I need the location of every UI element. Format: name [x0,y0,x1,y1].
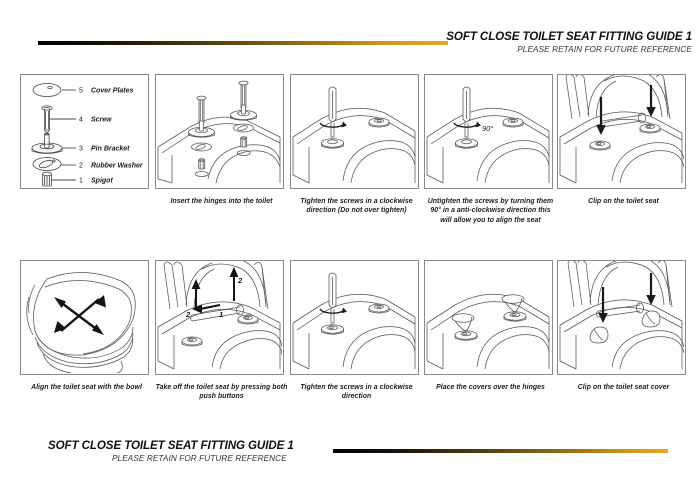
tighten-screws-2-illustration [292,272,416,370]
legend-label-pin-bracket: Pin Bracket [91,146,130,153]
footer-subtitle: PLEASE RETAIN FOR FUTURE REFERENCE [112,454,287,463]
tighten-screws-illustration [292,86,416,184]
step-cell-place-covers: Place the covers over the hinges [424,260,553,436]
step-cell-untighten-90: 90° Untighten the screws by turning them… [424,74,553,250]
place-covers-illustration [426,293,550,370]
panel-place-covers [424,260,553,375]
legend-number-2: 2 [79,163,83,170]
step-cell-tighten-screws-2: Tighten the screws in a clockwise direct… [290,260,419,436]
untighten-90-illustration: 90° [426,86,550,184]
steps-row-2: Align the toilet seat with the bowl [0,260,700,436]
page-subtitle: PLEASE RETAIN FOR FUTURE REFERENCE [517,45,692,54]
parts-legend-illustration: 5 4 3 2 1 Cover Plates Screw Pin Bracket… [31,83,144,187]
step-cell-clip-cover: Clip on the toilet seat cover [557,260,686,436]
step-cell-take-off-seat: 1 2 2 Take off the toilet seat by pressi… [155,260,287,436]
legend-label-cover-plates: Cover Plates [91,88,134,95]
down-arrow-right-cover [646,273,656,305]
legend-label-screw: Screw [91,117,112,124]
page-header: SOFT CLOSE TOILET SEAT FITTING GUIDE 1 P… [0,0,700,66]
panel-tighten-screws [290,74,419,189]
rotation-arrowhead [475,121,481,128]
footer-text-block: SOFT CLOSE TOILET SEAT FITTING GUIDE 1 P… [48,439,294,465]
panel-tighten-screws-2 [290,260,419,375]
page-footer: SOFT CLOSE TOILET SEAT FITTING GUIDE 1 P… [0,432,700,491]
align-seat-illustration [26,272,136,373]
steps-grid: 5 4 3 2 1 Cover Plates Screw Pin Bracket… [0,74,700,426]
header-text-block: SOFT CLOSE TOILET SEAT FITTING GUIDE 1 P… [446,30,692,56]
down-arrow-left-cover [598,287,608,323]
step-caption-untighten-90: Untighten the screws by turning them 90°… [427,198,554,224]
annotation-2-left: 2 [185,310,191,319]
insert-hinges-illustration [157,80,281,184]
footer-gradient-rule [333,449,668,453]
steps-row-1: 5 4 3 2 1 Cover Plates Screw Pin Bracket… [0,74,700,250]
panel-insert-hinges [155,74,284,189]
clip-cover-illustration [559,261,684,370]
clip-seat-illustration [559,75,684,184]
footer-title: SOFT CLOSE TOILET SEAT FITTING GUIDE 1 [48,439,294,452]
panel-take-off-seat: 1 2 2 [155,260,284,375]
legend-number-1: 1 [79,178,83,185]
step-cell-insert-hinges: Insert the hinges into the toilet [155,74,284,250]
panel-clip-cover [557,260,686,375]
annotation-1: 1 [219,310,223,319]
step-caption-clip-cover: Clip on the toilet seat cover [577,384,670,391]
panel-clip-seat [557,74,686,189]
legend-label-rubber-washer: Rubber Washer [91,163,144,170]
step-cell-align-seat: Align the toilet seat with the bowl [20,260,149,436]
page-title: SOFT CLOSE TOILET SEAT FITTING GUIDE 1 [446,30,692,43]
step-cell-tighten-screws: Tighten the screws in a clockwise direct… [290,74,419,250]
step-caption-clip-seat: Clip on the toilet seat [588,198,659,205]
legend-number-4: 4 [79,117,83,124]
step-cell-parts-legend: 5 4 3 2 1 Cover Plates Screw Pin Bracket… [20,74,149,250]
step-caption-tighten-screws: Tighten the screws in a clockwise direct… [300,198,413,215]
clockwise-arrowhead-2 [341,307,347,314]
step-cell-clip-seat: Clip on the toilet seat [557,74,686,250]
legend-number-3: 3 [79,146,83,153]
panel-align-seat [20,260,149,375]
clockwise-arrowhead [341,121,347,128]
step-caption-take-off-seat: Take off the toilet seat by pressing bot… [155,384,288,401]
down-arrow-left [596,97,606,135]
step-caption-align-seat: Align the toilet seat with the bowl [31,384,142,391]
annotation-2-right: 2 [237,276,243,285]
down-arrow-right [646,85,656,117]
up-arrow-left [191,279,201,309]
header-gradient-rule [38,41,448,45]
up-arrow-right [229,267,239,301]
panel-parts-legend: 5 4 3 2 1 Cover Plates Screw Pin Bracket… [20,74,149,189]
panel-untighten-90: 90° [424,74,553,189]
take-off-seat-illustration: 1 2 2 [157,261,282,370]
angle-annotation-90: 90° [482,124,493,133]
step-caption-tighten-screws-2: Tighten the screws in a clockwise direct… [300,384,413,401]
alignment-arrows [58,298,100,332]
legend-number-5: 5 [79,88,83,95]
step-caption-insert-hinges: Insert the hinges into the toilet [170,198,273,205]
legend-label-spigot: Spigot [91,178,113,185]
step-caption-place-covers: Place the covers over the hinges [436,384,545,391]
push-button-arrow [192,304,221,314]
